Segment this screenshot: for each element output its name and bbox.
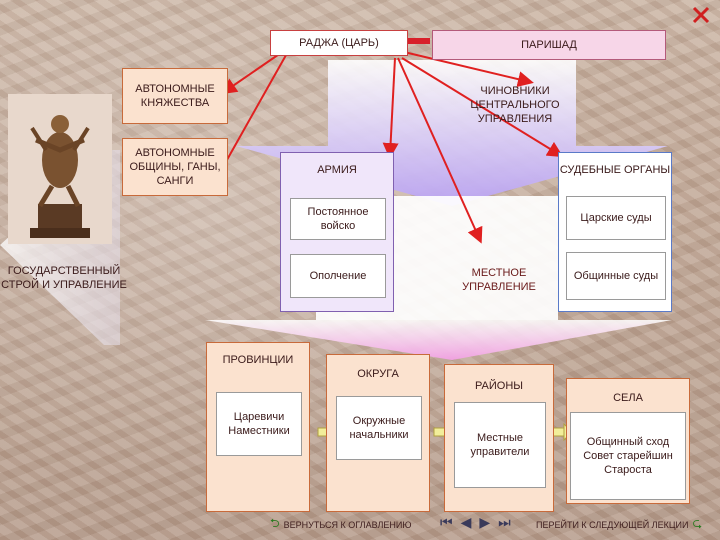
army-label: АРМИЯ: [317, 164, 357, 176]
back-link-label: ВЕРНУТЬСЯ К ОГЛАВЛЕНИЮ: [283, 519, 412, 530]
raja-box: РАДЖА (ЦАРЬ): [270, 30, 408, 56]
royal-courts-box: Царские суды: [566, 196, 666, 240]
pink-down-arrow: [205, 320, 672, 360]
standing-army-box: Постоянное войско: [290, 198, 386, 240]
shiva-statue-image: [8, 94, 112, 244]
arrow-to-local: [397, 57, 483, 244]
raja-label: РАДЖА (ЦАРЬ): [299, 37, 379, 49]
parishad-label: ПАРИШАД: [521, 39, 577, 51]
village-body-label: Общинный сход Совет старейшин Староста: [583, 436, 673, 476]
provinces-label: ПРОВИНЦИИ: [222, 354, 294, 366]
last-page-icon[interactable]: ⏭: [498, 514, 511, 530]
royal-courts-label: Царские суды: [580, 212, 652, 224]
militia-box: Ополчение: [290, 254, 386, 298]
district-chiefs-label: Окружные начальники: [349, 415, 409, 441]
next-lecture-link[interactable]: ПЕРЕЙТИ К СЛЕДУЮЩЕЙ ЛЕКЦИИ ⮎: [536, 514, 702, 535]
forward-arrow-icon: ⮎: [692, 516, 703, 530]
arrow-to-judicial: [401, 57, 564, 158]
militia-label: Ополчение: [309, 270, 367, 282]
local-managers-box: Местные управители: [454, 402, 546, 488]
slide-controls: ⏮ ◀ ▶ ⏭: [440, 514, 511, 531]
central-officials-text: ЧИНОВНИКИ ЦЕНТРАЛЬНОГО УПРАВЛЕНИЯ: [470, 85, 560, 125]
close-icon[interactable]: [692, 6, 710, 24]
first-page-icon[interactable]: ⏮: [440, 514, 453, 530]
villages-label: СЕЛА: [613, 392, 643, 404]
viceroys-box: Царевичи Наместники: [216, 392, 302, 456]
local-gov-text: МЕСТНОЕ УПРАВЛЕНИЕ: [462, 267, 536, 293]
community-courts-label: Общинные суды: [573, 270, 659, 282]
village-body-box: Общинный сход Совет старейшин Староста: [570, 412, 686, 500]
raja-parishad-connector: [408, 38, 430, 44]
arrow-to-army: [382, 57, 399, 159]
regions-label: РАЙОНЫ: [474, 380, 524, 392]
local-managers-label: Местные управители: [470, 432, 530, 458]
next-link-label: ПЕРЕЙТИ К СЛЕДУЮЩЕЙ ЛЕКЦИИ: [536, 519, 689, 530]
back-to-contents-link[interactable]: ⮌ ВЕРНУТЬСЯ К ОГЛАВЛЕНИЮ: [270, 514, 411, 535]
return-arrow-icon: ⮌: [270, 516, 280, 530]
judicial-label: СУДЕБНЫЕ ОРГАНЫ: [559, 164, 671, 176]
viceroys-label: Царевичи Наместники: [228, 411, 290, 437]
autonomous-communities-box: АВТОНОМНЫЕ ОБЩИНЫ, ГАНЫ, САНГИ: [122, 138, 228, 196]
autonomous-communities-label: АВТОНОМНЫЕ ОБЩИНЫ, ГАНЫ, САНГИ: [129, 147, 221, 187]
district-chiefs-box: Окружные начальники: [336, 396, 422, 460]
autonomous-kingdoms-box: АВТОНОМНЫЕ КНЯЖЕСТВА: [122, 68, 228, 124]
prev-page-icon[interactable]: ◀: [460, 514, 472, 530]
autonomous-kingdoms-label: АВТОНОМНЫЕ КНЯЖЕСТВА: [135, 83, 215, 109]
community-courts-box: Общинные суды: [566, 252, 666, 300]
districts-label: ОКРУГА: [357, 368, 399, 380]
parishad-box: ПАРИШАД: [432, 30, 666, 60]
state-title: ГОСУДАРСТВЕННЫЙ СТРОЙ И УПРАВЛЕНИЕ: [1, 265, 127, 291]
next-page-icon[interactable]: ▶: [479, 514, 491, 530]
arrow-to-officials: [403, 51, 534, 88]
standing-army-label: Постоянное войско: [307, 206, 369, 232]
